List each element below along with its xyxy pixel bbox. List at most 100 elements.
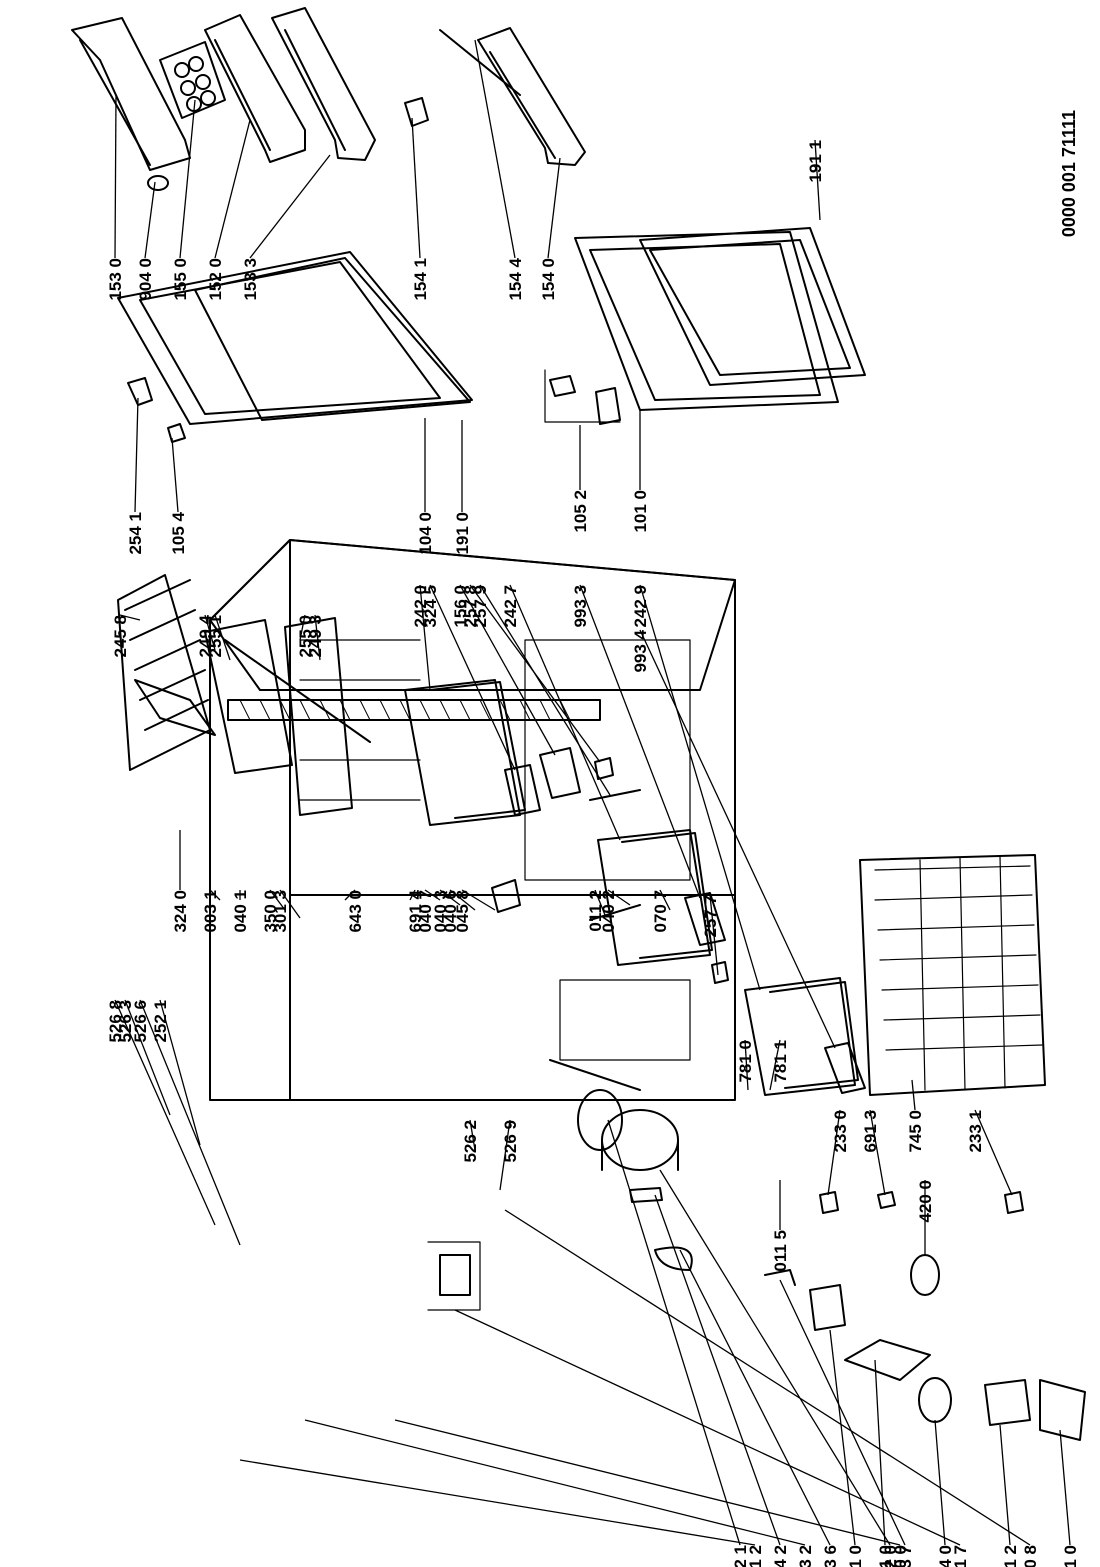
leader-line: [409, 889, 416, 901]
bracket-040-8: [491, 879, 521, 913]
part-label: 526 6: [131, 1000, 150, 1043]
cap-783-7: [764, 1269, 796, 1286]
part-label: 301 3: [271, 890, 290, 933]
compressor-402-0: [601, 1109, 679, 1171]
leader-line: [214, 119, 251, 259]
clip-691-3: [877, 1191, 896, 1209]
leader-line: [744, 1039, 749, 1091]
leader-line: [504, 1209, 1031, 1546]
part-label: 764 2: [771, 1545, 790, 1567]
leader-line: [814, 139, 821, 221]
part-label: 526 9: [501, 1120, 520, 1163]
leader-line: [509, 584, 621, 841]
leader-line: [419, 584, 431, 691]
leader-line: [607, 1119, 741, 1546]
rod-781-2: [224, 639, 371, 743]
clip-154-1: [404, 97, 429, 127]
door-bin-154-0: [439, 27, 586, 166]
part-label: 011 5: [771, 1230, 790, 1272]
leader-line: [159, 999, 201, 1146]
part-label: 691 7: [951, 1545, 970, 1567]
part-label: 040 3: [431, 890, 450, 933]
leader-line: [479, 584, 611, 796]
leader-line: [709, 894, 719, 976]
part-label: 783 7: [896, 1545, 915, 1567]
fan-402-1: [577, 1089, 623, 1151]
leader-line: [579, 584, 701, 899]
rail-257-9: [589, 789, 641, 801]
leader-line: [461, 889, 496, 911]
leader-line: [304, 1419, 806, 1546]
leader-line: [827, 1109, 841, 1196]
bracket-233-1: [1004, 1191, 1024, 1214]
leader-line: [607, 889, 631, 906]
part-label: 571 0: [846, 1545, 865, 1567]
motor-561-2: [984, 1379, 1031, 1426]
leader-line: [1059, 1429, 1071, 1546]
wire-shelf-245-8: [117, 574, 211, 771]
leader-line: [999, 1424, 1011, 1546]
part-label: 691 3: [861, 1110, 880, 1153]
door-bin-153-3: [271, 7, 376, 161]
drawing-number: 0000 001 71111: [1059, 110, 1079, 237]
part-label: 045 8: [453, 890, 472, 933]
leader-line: [214, 614, 231, 661]
leader-line: [394, 1419, 901, 1546]
leader-line: [869, 1109, 886, 1196]
tube-783-6: [654, 1246, 693, 1271]
leader-line: [279, 889, 301, 919]
part-label: 561 2: [1001, 1545, 1020, 1567]
hinge-set-105-2: [544, 369, 621, 425]
leader-line: [639, 629, 836, 1049]
part-label: 643 0: [346, 890, 365, 933]
part-label: 252 1: [151, 1000, 170, 1043]
part-label: 154 0: [539, 258, 558, 301]
part-label: 153 3: [241, 258, 260, 301]
hinge-254-1: [127, 377, 153, 406]
hinge-105-4: [167, 423, 186, 443]
part-label: 105 2: [571, 490, 590, 533]
leader-line: [139, 999, 241, 1246]
bracket-233-0: [819, 1191, 839, 1214]
strip-011-5: [549, 1059, 641, 1091]
leader-line: [454, 1309, 961, 1546]
part-label: 255 0: [296, 615, 315, 658]
capacitor-420-0: [910, 1254, 940, 1296]
leader-line: [249, 154, 331, 259]
leader-line: [911, 1079, 916, 1111]
leader-line: [411, 117, 421, 259]
leader-line: [594, 889, 606, 916]
part-label: 614 0: [936, 1545, 955, 1567]
leader-line: [654, 1194, 781, 1546]
leader-line: [449, 889, 476, 911]
ice-tray-156-0: [539, 747, 581, 799]
part-label: 233 1: [966, 1110, 985, 1153]
door-bin-152-0: [204, 14, 306, 163]
part-label: 233 0: [831, 1110, 850, 1153]
cap-904-0: [147, 175, 169, 191]
part-label: 245 8: [111, 615, 130, 658]
egg-tray-155-0: [159, 41, 226, 119]
leader-line: [204, 614, 216, 651]
glass-shelf-255-1: [204, 619, 293, 774]
leader-line: [269, 889, 286, 911]
leader-line: [314, 614, 321, 661]
leader-line: [499, 1119, 511, 1191]
part-label: 781 1: [771, 1040, 790, 1083]
part-label: 257 9: [471, 585, 490, 628]
part-label: 105 4: [169, 511, 188, 554]
part-label: 154 1: [411, 258, 430, 301]
door-gasket-191-1: [639, 227, 866, 386]
relay-571-0: [809, 1284, 846, 1331]
cover-993-4: [824, 1042, 866, 1094]
thermostat-614-0: [918, 1377, 952, 1423]
part-label: 101 0: [631, 490, 650, 533]
part-label: 040 8: [1021, 1545, 1040, 1567]
leader-line: [679, 1249, 831, 1546]
leader-line: [547, 157, 561, 259]
leader-line: [469, 1119, 476, 1151]
part-label: 402 0: [881, 1545, 900, 1567]
part-label: 011 2: [586, 890, 605, 932]
leader-line: [209, 889, 221, 901]
part-label: 783 6: [821, 1545, 840, 1567]
